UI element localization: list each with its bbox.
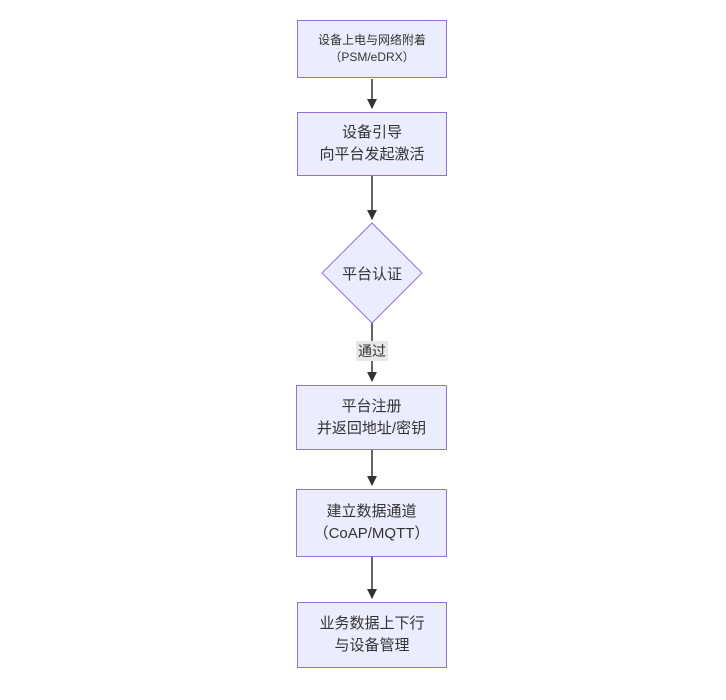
node-data-channel-line1: 建立数据通道: [326, 503, 417, 521]
node-bootstrap-line1: 设备引导: [341, 124, 402, 142]
node-business-data-line1: 业务数据上下行: [319, 615, 425, 633]
node-business-data: 业务数据上下行 与设备管理: [297, 602, 447, 668]
decision-diamond-shape: [321, 222, 423, 324]
node-data-channel-line2: （CoAP/MQTT）: [313, 525, 430, 542]
node-platform-register: 平台注册 并返回地址/密钥: [296, 385, 447, 450]
decision-platform-auth-label: 平台认证: [341, 265, 402, 283]
edge-label-pass: 通过: [356, 341, 388, 361]
node-bootstrap-line2: 向平台发起激活: [319, 146, 425, 163]
node-power-attach: 设备上电与网络附着 （PSM/eDRX）: [297, 20, 447, 78]
node-data-channel: 建立数据通道 （CoAP/MQTT）: [296, 489, 447, 557]
node-power-attach-line1: 设备上电与网络附着: [317, 32, 426, 47]
node-platform-register-line2: 并返回地址/密钥: [316, 419, 427, 437]
node-power-attach-line2: （PSM/eDRX）: [329, 50, 415, 64]
node-platform-register-line1: 平台注册: [341, 397, 402, 415]
decision-platform-auth: 平台认证: [322, 223, 422, 323]
node-business-data-line2: 与设备管理: [334, 637, 410, 654]
node-bootstrap: 设备引导 向平台发起激活: [297, 112, 447, 176]
